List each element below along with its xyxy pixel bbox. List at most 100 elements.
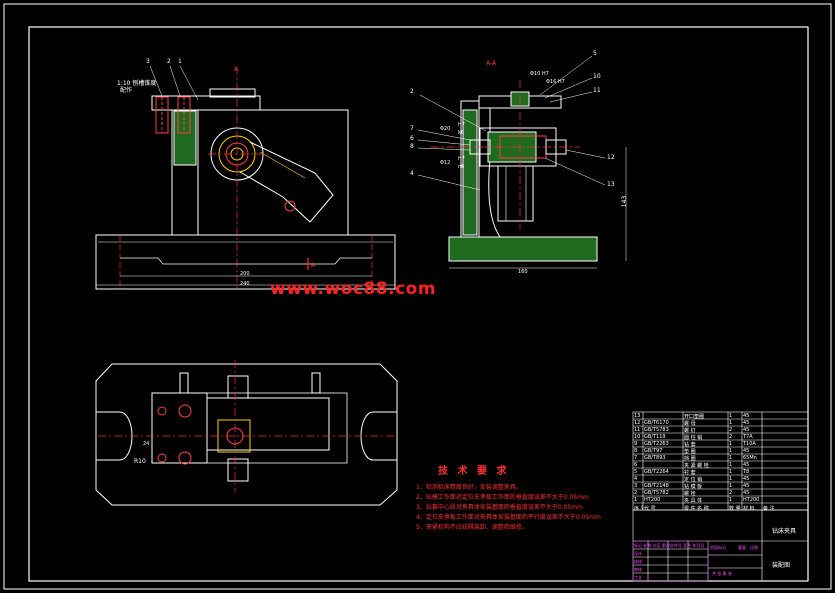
- tb-scale: 比例: [750, 545, 758, 550]
- bom-cell-r1-c2: 螺 母: [684, 421, 696, 427]
- bom-cell-r6-c4: 65Mn: [743, 455, 757, 461]
- bom-cell-r8-c3: 1: [729, 469, 733, 475]
- bom-cell-r11-c1: GB/T5782: [644, 490, 669, 496]
- plan-width: 24: [143, 441, 150, 447]
- bom-cell-r9-c0: 4: [634, 476, 638, 482]
- sec-dim-left1: Φ20: [440, 126, 451, 132]
- bom-cell-r10-c0: 3: [634, 483, 638, 489]
- bom-cell-r1-c3: 1: [729, 420, 733, 426]
- bom-cell-r10-c2: 钻 模 板: [684, 484, 703, 490]
- bom-cell-r2-c0: 11: [634, 427, 641, 433]
- title-block: [632, 509, 809, 582]
- sec-fit-3: H7: [458, 156, 465, 162]
- bom-cell-r2-c2: 螺 钉: [684, 428, 696, 434]
- tech-req-3: 3、钻套中心线对夹具体安装基面的垂直度误差不大于0.05mm: [416, 504, 583, 511]
- bom-cell-r9-c3: 1: [729, 476, 733, 482]
- sec-label-5: 5: [593, 50, 597, 57]
- tech-req-2: 2、钻模工作面对定位支承板工作面的垂直度误差不大于0.05mm: [416, 494, 589, 501]
- watermark-text: www.woc88.com: [270, 279, 437, 299]
- bom-cell-r5-c4: 45: [743, 448, 750, 454]
- sec-label-2: 2: [410, 88, 414, 95]
- bom-cell-r8-c1: GB/T2264: [644, 469, 669, 475]
- plan-view: [95, 360, 398, 506]
- bom-cell-r12-c4: HT200: [743, 497, 760, 503]
- bom-cell-r12-c2: 夹 具 体: [684, 498, 703, 504]
- bom-cell-r7-c2: 夹 紧 螺 栓: [684, 463, 709, 469]
- tb-sheet: 共 张 第 张: [712, 571, 732, 576]
- bom-cell-r0-c4: 45: [743, 413, 750, 419]
- sec-dim-width: 160: [518, 269, 528, 275]
- bom-cell-r9-c4: 45: [743, 476, 750, 482]
- sec-dim-height: 143: [621, 195, 629, 208]
- bom-cell-r1-c4: 45: [743, 420, 750, 426]
- tb-row-1: 设计: [634, 551, 642, 556]
- tb-title1: 钻床夹具: [772, 528, 797, 535]
- bom-cell-r3-c4: T7A: [743, 434, 753, 440]
- sec-label-4: 4: [410, 170, 414, 177]
- part-label-1: 1: [178, 58, 182, 65]
- bom-cell-r8-c4: T8: [743, 469, 750, 475]
- outer-border: [3, 3, 832, 590]
- bom-h-qty: 数 量: [729, 506, 741, 512]
- tb-row-2: 校核: [634, 559, 642, 564]
- bom-cell-r1-c1: GB/T6170: [644, 420, 669, 426]
- bom-cell-r4-c3: 1: [729, 441, 733, 447]
- bom-cell-r3-c2: 圆 柱 销: [684, 435, 703, 441]
- tech-requirements-title: 技 术 要 求: [438, 466, 510, 477]
- bom-cell-r6-c3: 1: [729, 455, 733, 461]
- bom-cell-r2-c3: 2: [729, 427, 733, 433]
- bom-cell-r5-c2: 垫 圈: [684, 449, 696, 455]
- bom-cell-r10-c4: 45: [743, 483, 750, 489]
- inner-border: [28, 26, 809, 582]
- sec-fit-4: n6: [458, 164, 465, 170]
- bom-cell-r10-c1: GB/T2148: [644, 483, 669, 489]
- bom-cell-r6-c1: GB/T893: [644, 455, 666, 461]
- tb-stage: 阶段标记: [710, 545, 726, 550]
- tech-req-4: 4、定位支承板工作面对夹具体安装基面的平行度误差不大于0.05mm: [416, 514, 601, 521]
- bom-cell-r7-c3: 1: [729, 462, 733, 468]
- bom-cell-r5-c0: 8: [634, 448, 638, 454]
- bom-h-code: 代 号: [644, 506, 656, 512]
- bom-cell-r11-c3: 2: [729, 490, 733, 496]
- bom-cell-r0-c2: 开口垫圈: [684, 414, 705, 420]
- bom-cell-r3-c0: 10: [634, 434, 641, 440]
- plan-radius: R10: [134, 458, 146, 465]
- sec-label-10: 10: [593, 73, 601, 80]
- bom-cell-r0-c0: 13: [634, 413, 641, 419]
- sec-dim-top1: Φ10 H7: [530, 71, 549, 77]
- tb-row-0: 标记 处数 分区 更改文件号 签名 年月日: [634, 543, 705, 548]
- bom-cell-r11-c2: 螺 栓: [684, 491, 696, 497]
- sec-label-8: 8: [410, 143, 414, 150]
- bom-cell-r4-c1: GB/T2263: [644, 441, 669, 447]
- front-dim-outer: 240: [240, 281, 250, 287]
- sec-fit-1: H7: [458, 122, 465, 128]
- sec-fit-2: k6: [458, 130, 465, 136]
- bom-cell-r2-c4: 45: [743, 427, 750, 433]
- sec-label-6: 6: [410, 135, 414, 142]
- bom-cell-r10-c3: 1: [729, 483, 733, 489]
- tb-title2: 装配图: [772, 562, 791, 569]
- bom-cell-r12-c0: 1: [634, 497, 638, 503]
- sec-label-12: 12: [607, 154, 615, 161]
- bom-cell-r12-c3: 1: [729, 497, 733, 503]
- bom-cell-r3-c3: 2: [729, 434, 733, 440]
- front-dim-inner: 200: [240, 271, 250, 277]
- tb-row-3: 审核: [634, 567, 642, 572]
- sec-label-13: 13: [607, 181, 615, 188]
- bom-cell-r7-c0: 6: [634, 462, 638, 468]
- bom-cell-r11-c4: 45: [743, 490, 750, 496]
- cut-mark-top: A: [234, 66, 239, 73]
- tb-weight: 重量: [738, 545, 746, 550]
- bom-cell-r3-c1: GB/T119: [644, 434, 666, 440]
- bom-cell-r4-c2: 钻 套: [684, 442, 696, 448]
- bom-cell-r4-c0: 9: [634, 441, 638, 447]
- bom-h-no: 序 号: [634, 506, 643, 512]
- sec-dim-top2: Φ16 H7: [546, 79, 565, 85]
- bom-cell-r6-c0: 7: [634, 455, 638, 461]
- sec-label-11: 11: [593, 87, 601, 94]
- front-note-taper: 1:10 刨槽锥度: [117, 80, 157, 87]
- bom-cell-r5-c3: 1: [729, 448, 733, 454]
- tb-row-4: 工艺: [634, 575, 642, 580]
- bom-cell-r11-c0: 2: [634, 490, 638, 496]
